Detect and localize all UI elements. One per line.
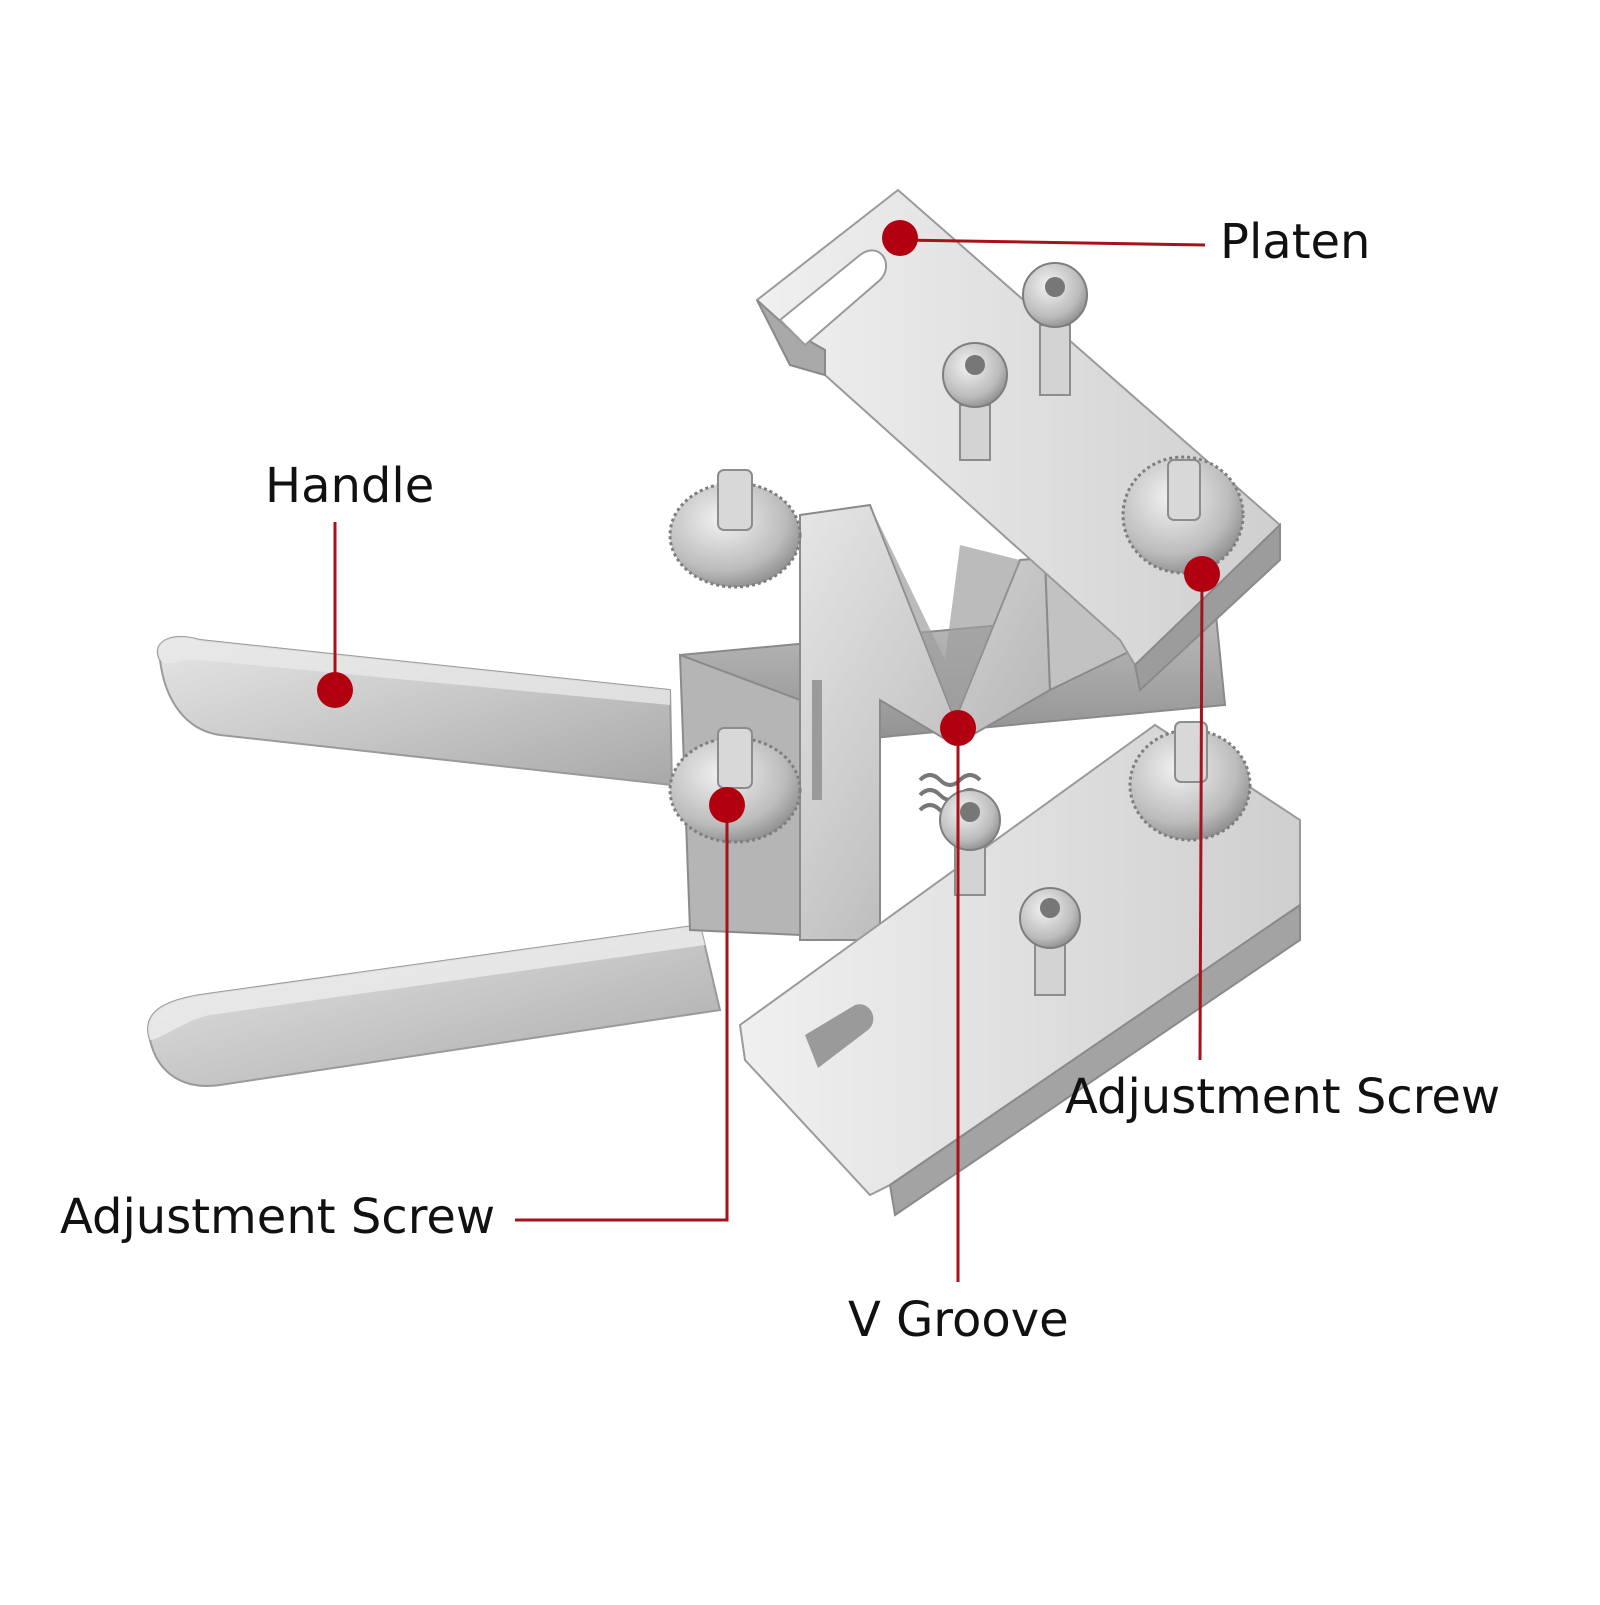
lower-handle: [147, 923, 722, 1087]
cap-screw-4: [1019, 887, 1081, 996]
label-adjustment-screw-right: Adjustment Screw: [1065, 1069, 1501, 1125]
leader-adjustment-screw-right: [1198, 574, 1204, 1061]
marker-dots: [317, 220, 1220, 823]
leader-lines: [333, 238, 1206, 1282]
marker-handle: [317, 672, 353, 708]
cap-screw-2: [942, 342, 1008, 461]
label-platen: Platen: [1220, 214, 1371, 270]
label-v-groove: V Groove: [848, 1292, 1069, 1348]
knurled-screw-upper-right: [1121, 455, 1245, 575]
knurled-screw-upper-left: [668, 469, 802, 589]
lower-platen: [738, 723, 1301, 1217]
marker-adjustment-screw-left: [709, 787, 745, 823]
label-adjustment-screw-left: Adjustment Screw: [60, 1189, 496, 1245]
cap-screw-1: [1022, 262, 1088, 396]
leader-platen: [899, 238, 1206, 247]
label-handle: Handle: [265, 458, 435, 514]
cap-screw-3: [939, 789, 1001, 896]
leader-adjustment-screw-left: [515, 805, 729, 1222]
marker-platen: [882, 220, 918, 256]
marker-v-groove: [940, 710, 976, 746]
knurled-screw-lower-right: [1128, 721, 1252, 842]
marker-adjustment-screw-right: [1184, 556, 1220, 592]
upper-handle: [156, 635, 674, 787]
